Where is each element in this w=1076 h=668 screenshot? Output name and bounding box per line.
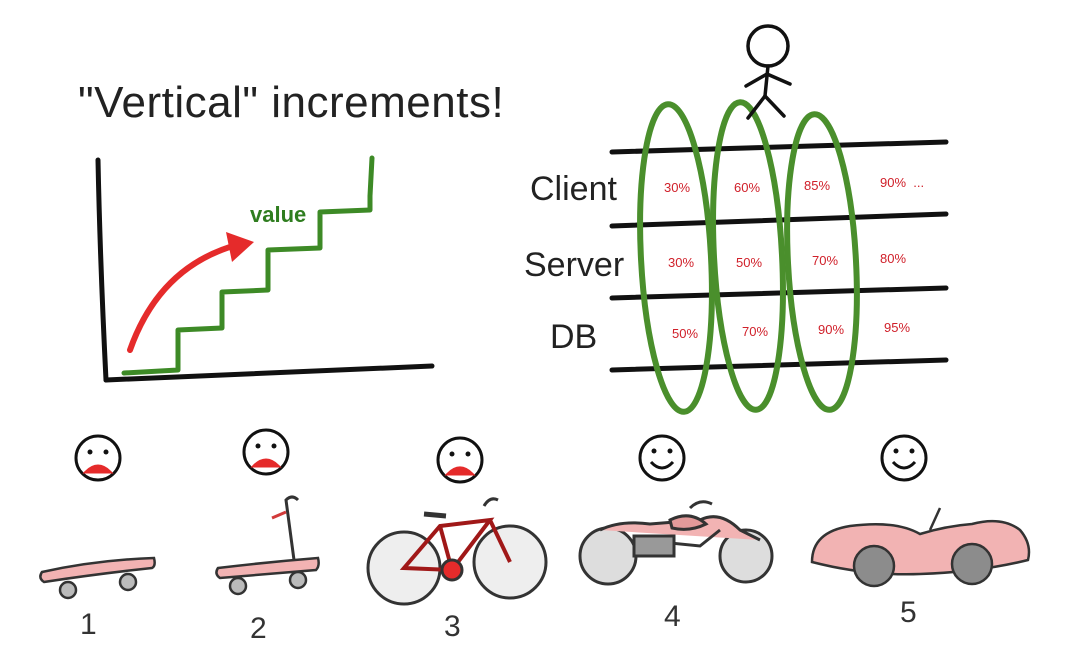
- row-label-db: DB: [550, 318, 598, 356]
- staircase-line: [121, 155, 375, 376]
- scooter-icon: [215, 495, 320, 596]
- db-value-4: 95%: [884, 320, 911, 335]
- growth-arrow: [127, 241, 243, 353]
- growth-arrow-head: [226, 232, 254, 262]
- row-label-server: Server: [524, 246, 625, 284]
- stage-number-2: 2: [250, 612, 267, 645]
- sad-face-icon: [74, 434, 122, 482]
- happy-face-icon: [638, 434, 686, 482]
- stage-number-4: 4: [664, 600, 681, 633]
- server-value-4: 80%: [880, 251, 907, 266]
- client-value-4: 90% ...: [880, 175, 925, 190]
- stick-figure-icon: [744, 24, 792, 120]
- happy-face-icon: [880, 434, 928, 482]
- increment-loop-2: [710, 99, 786, 413]
- client-value-2: 60%: [734, 180, 761, 195]
- skateboard-icon: [39, 556, 156, 600]
- server-value-2: 50%: [736, 255, 763, 270]
- client-value-3: 85%: [804, 178, 831, 193]
- server-value-1: 30%: [668, 255, 695, 270]
- increment-loop-3: [784, 111, 860, 413]
- car-icon: [810, 507, 1031, 588]
- row-label-client: Client: [530, 170, 617, 208]
- sad-face-icon: [242, 428, 290, 476]
- stage-number-3: 3: [444, 610, 461, 643]
- db-value-2: 70%: [742, 324, 769, 339]
- bicycle-icon: [366, 497, 548, 606]
- stage-number-5: 5: [900, 596, 917, 629]
- x-axis: [103, 363, 435, 383]
- motorcycle-icon: [578, 500, 774, 586]
- client-value-1: 30%: [664, 180, 691, 195]
- server-value-3: 70%: [812, 253, 839, 268]
- value-label: value: [250, 202, 307, 227]
- page-title: "Vertical" increments!: [78, 78, 505, 127]
- db-value-1: 50%: [672, 326, 699, 341]
- stage-number-1: 1: [80, 608, 97, 641]
- increment-loop-1: [637, 101, 715, 415]
- sad-face-icon: [436, 436, 484, 484]
- y-axis: [95, 157, 109, 383]
- db-value-3: 90%: [818, 322, 845, 337]
